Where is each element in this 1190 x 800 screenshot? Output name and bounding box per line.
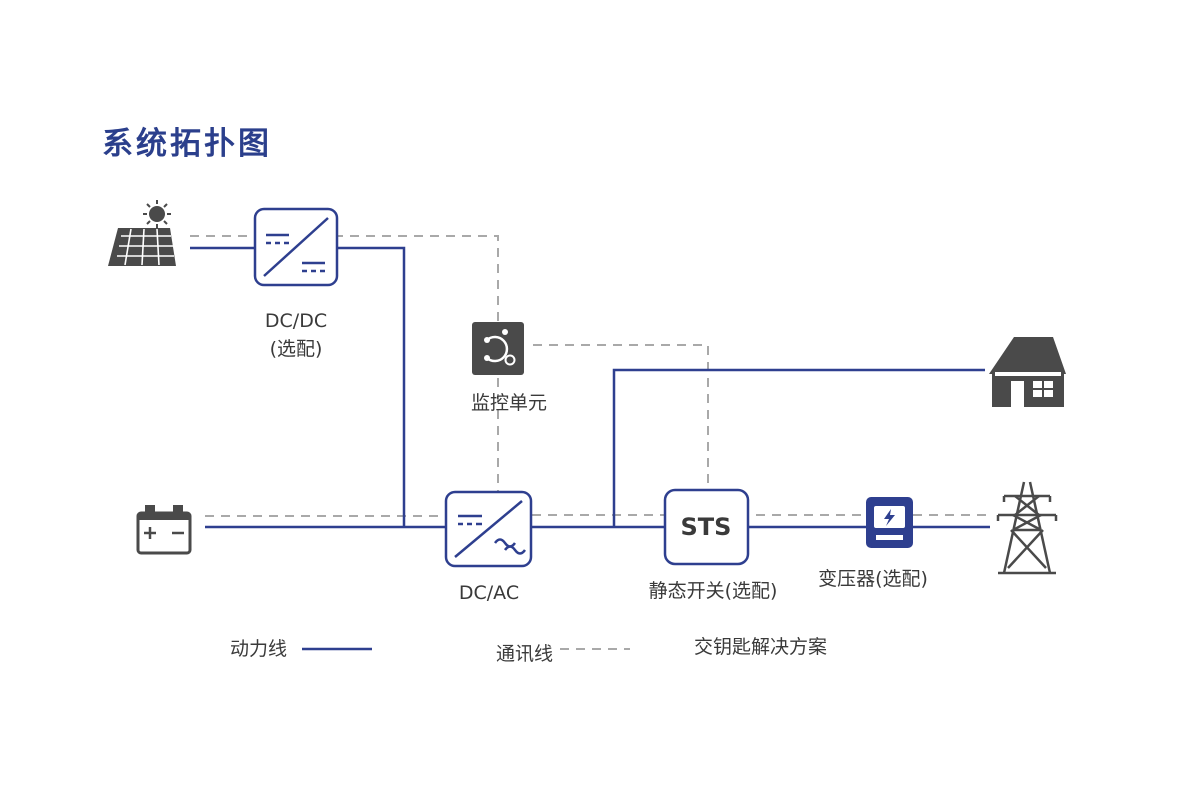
dc-ac-inverter-icon — [444, 490, 533, 568]
power-tower-icon — [996, 481, 1058, 575]
dcac-label: DC/AC — [458, 582, 520, 604]
monitor-label: 监控单元 — [470, 392, 548, 414]
battery-icon — [136, 505, 192, 555]
dcdc-optional-label: (选配) — [269, 338, 323, 360]
dcdc-label: DC/DC — [264, 310, 328, 332]
sts-label: 静态开关(选配) — [648, 580, 778, 602]
dc-dc-converter-icon — [253, 207, 339, 287]
legend-comm-label: 通讯线 — [496, 643, 554, 665]
solar-panel-icon — [108, 200, 176, 266]
legend-solution-label: 交钥匙解决方案 — [694, 636, 828, 658]
power-line-to-house — [612, 368, 985, 527]
legend-power-label: 动力线 — [230, 638, 288, 660]
power-line-dcdc-bus — [337, 246, 406, 527]
comm-line-monitor-sts — [533, 344, 709, 490]
page-title: 系统拓扑图 — [102, 126, 272, 162]
sun-icon — [143, 200, 171, 228]
meter-label: 变压器(选配) — [818, 568, 928, 590]
meter-icon — [866, 497, 913, 548]
monitoring-unit-icon — [472, 322, 524, 375]
power-lines — [190, 246, 990, 651]
sts-box — [663, 488, 750, 566]
sts-text: STS — [680, 513, 732, 541]
house-icon — [989, 337, 1066, 407]
